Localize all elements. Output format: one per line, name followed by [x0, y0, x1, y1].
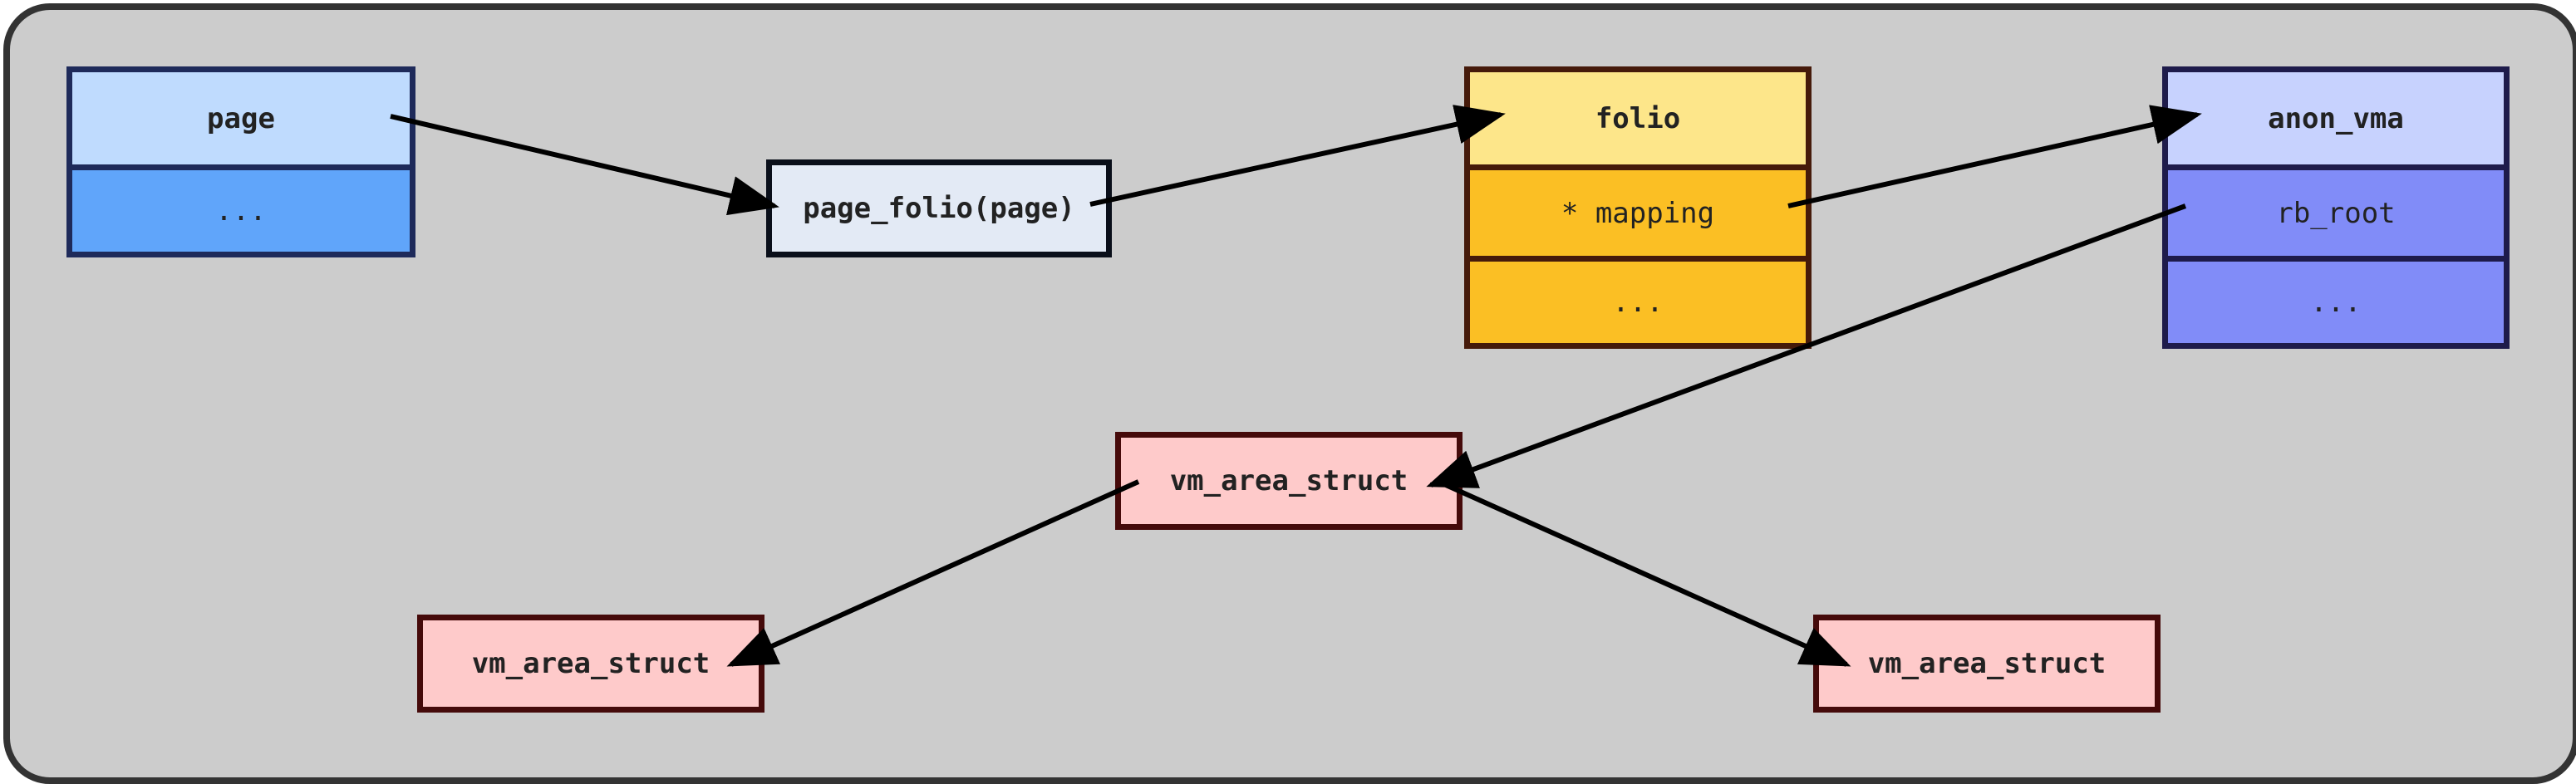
folio-ellipsis-field: ...	[1470, 256, 1806, 343]
page-struct-field: ...	[72, 164, 410, 252]
page-struct-title: page	[72, 72, 410, 164]
vm-area-struct-right-node: vm_area_struct	[1813, 615, 2161, 713]
folio-mapping-field: * mapping	[1470, 164, 1806, 256]
vm-area-struct-root-node: vm_area_struct	[1115, 432, 1463, 530]
anon-vma-struct-node: anon_vma rb_root ...	[2162, 66, 2510, 349]
anon-vma-rb-root-field: rb_root	[2168, 164, 2504, 256]
anon-vma-struct-title: anon_vma	[2168, 72, 2504, 164]
vm-area-struct-left-node: vm_area_struct	[417, 615, 764, 713]
page-folio-function-node: page_folio(page)	[766, 159, 1112, 257]
anon-vma-ellipsis-field: ...	[2168, 256, 2504, 343]
folio-struct-node: folio * mapping ...	[1464, 66, 1812, 349]
folio-struct-title: folio	[1470, 72, 1806, 164]
page-struct-node: page ...	[66, 66, 415, 257]
